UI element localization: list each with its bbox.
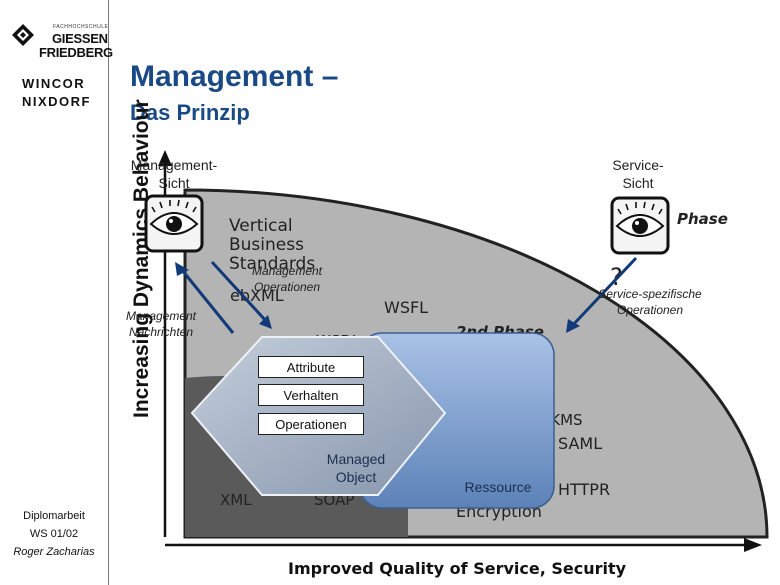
- service-view-label: Service- Sicht: [612, 157, 664, 191]
- management-operations-label: Management Operationen: [251, 264, 323, 294]
- term-business: Business: [229, 235, 304, 255]
- fh-giessen-friedberg-logo: FACHHOCHSCHULE GIESSEN FRIEDBERG: [10, 20, 113, 64]
- footer-author: Roger Zacharias: [13, 546, 95, 558]
- verhalten-box: Verhalten: [258, 384, 364, 406]
- operationen-box: Operationen: [258, 413, 364, 435]
- x-axis-arrowhead: [744, 538, 762, 552]
- fh-small-text: FACHHOCHSCHULE: [53, 24, 109, 30]
- x-axis-label: Improved Quality of Service, Security: [288, 559, 627, 578]
- fh-line1: GIESSEN: [52, 31, 108, 46]
- term-vertical: Vertical: [229, 216, 293, 236]
- term-phase-1: Phase: [677, 210, 728, 228]
- term-standards: Standards: [229, 254, 315, 274]
- sidebar-divider: [108, 0, 109, 585]
- page-subtitle: Das Prinzip: [130, 100, 250, 125]
- management-eye-icon: [144, 194, 204, 253]
- footer-line1: Diplomarbeit: [23, 510, 85, 522]
- managed-object-label: Managed Object: [326, 451, 386, 485]
- term-wsfl: WSFL: [384, 298, 428, 317]
- wn-line2: NIXDORF: [22, 94, 91, 109]
- arrow-management-operations: [210, 260, 268, 323]
- term-xml: XML: [220, 491, 252, 509]
- term-saml: SAML: [558, 434, 602, 453]
- service-eye-icon: [610, 196, 670, 255]
- footer-line2: WS 01/02: [29, 528, 79, 540]
- arrow-management-messages: [180, 269, 235, 334]
- arrow-service-operations: [570, 256, 638, 328]
- service-operations-label: Service-spezifische Operationen: [598, 287, 702, 317]
- term-httpr: HTTPR: [558, 480, 610, 499]
- y-axis-arrowhead: [158, 150, 172, 166]
- term-ebxml: ebXML: [230, 286, 284, 305]
- wincor-nixdorf-logo: WINCOR NIXDORF: [22, 75, 102, 111]
- resource-label: Ressource: [464, 479, 532, 495]
- y-axis-label: Increasing Dynamics Behaviour: [130, 99, 153, 418]
- page-title: Management –: [130, 60, 339, 93]
- fh-line2: FRIEDBERG: [39, 45, 113, 60]
- management-messages-label: Management Nachrichten: [125, 309, 197, 339]
- attribute-box: Attribute: [258, 356, 364, 378]
- wn-line1: WINCOR: [22, 76, 86, 91]
- fh-diamond-icon: [12, 24, 34, 46]
- management-view-label: Management- Sicht: [130, 157, 218, 191]
